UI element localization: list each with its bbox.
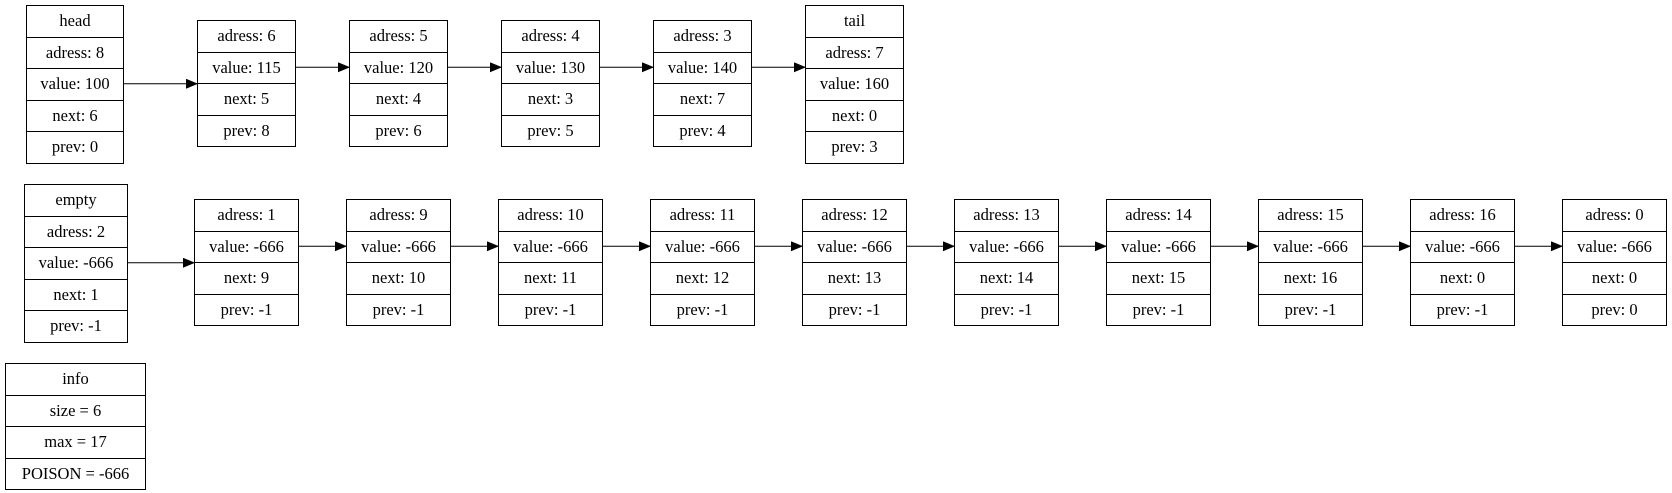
node-title: head — [59, 11, 91, 30]
node-prev: prev: 5 — [502, 114, 599, 147]
free-node: adress: 16 value: -666 next: 0 prev: -1 — [1410, 199, 1515, 326]
node-value: value: -666 — [499, 230, 602, 263]
node-next: next: 9 — [195, 262, 298, 294]
node-adress: adress: 1 — [217, 205, 276, 224]
free-node: adress: 9 value: -666 next: 10 prev: -1 — [346, 199, 451, 326]
node-next: next: 11 — [499, 262, 602, 294]
node-prev: prev: -1 — [1411, 293, 1514, 326]
node-prev: prev: -1 — [25, 310, 127, 342]
node-prev: prev: -1 — [499, 293, 602, 326]
node-value: value: -666 — [955, 230, 1058, 263]
node-prev: prev: -1 — [803, 293, 906, 326]
node-adress: adress: 6 — [217, 26, 276, 45]
list-node: adress: 3 value: 140 next: 7 prev: 4 — [653, 20, 752, 147]
node-adress: adress: 4 — [521, 26, 580, 45]
node-value: value: -666 — [347, 230, 450, 263]
list-node: adress: 6 value: 115 next: 5 prev: 8 — [197, 20, 296, 147]
info-size: size = 6 — [6, 394, 145, 427]
node-prev: prev: -1 — [955, 293, 1058, 326]
node-value: value: -666 — [1563, 230, 1666, 263]
head-node: head adress: 8 value: 100 next: 6 prev: … — [26, 5, 124, 164]
node-adress: adress: 3 — [673, 26, 732, 45]
node-adress: adress: 11 — [669, 205, 736, 224]
node-adress: adress: 9 — [369, 205, 428, 224]
node-value: value: -666 — [195, 230, 298, 263]
list-node: adress: 4 value: 130 next: 3 prev: 5 — [501, 20, 600, 147]
node-next: next: 12 — [651, 262, 754, 294]
node-value: value: -666 — [1411, 230, 1514, 263]
node-value: value: 140 — [654, 51, 751, 84]
node-title: empty — [55, 190, 97, 209]
free-node: adress: 15 value: -666 next: 16 prev: -1 — [1258, 199, 1363, 326]
node-prev: prev: 3 — [806, 131, 903, 163]
info-max: max = 17 — [6, 426, 145, 458]
node-value: value: -666 — [803, 230, 906, 263]
free-node: adress: 11 value: -666 next: 12 prev: -1 — [650, 199, 755, 326]
list-node: adress: 5 value: 120 next: 4 prev: 6 — [349, 20, 448, 147]
node-adress: adress: 7 — [806, 36, 903, 69]
tail-node: tail adress: 7 value: 160 next: 0 prev: … — [805, 5, 904, 164]
free-node: adress: 1 value: -666 next: 9 prev: -1 — [194, 199, 299, 326]
node-adress: adress: 14 — [1125, 205, 1192, 224]
node-value: value: -666 — [1259, 230, 1362, 263]
node-next: next: 1 — [25, 278, 127, 311]
node-adress: adress: 16 — [1429, 205, 1496, 224]
node-value: value: 130 — [502, 51, 599, 84]
node-value: value: -666 — [1107, 230, 1210, 263]
node-prev: prev: 4 — [654, 114, 751, 147]
node-value: value: 160 — [806, 68, 903, 100]
free-node: adress: 12 value: -666 next: 13 prev: -1 — [802, 199, 907, 326]
node-next: next: 7 — [654, 83, 751, 115]
node-next: next: 5 — [198, 83, 295, 115]
info-poison: POISON = -666 — [6, 457, 145, 490]
node-next: next: 14 — [955, 262, 1058, 294]
node-prev: prev: 8 — [198, 114, 295, 147]
node-prev: prev: 6 — [350, 114, 447, 147]
node-adress: adress: 0 — [1585, 205, 1644, 224]
info-node: info size = 6 max = 17 POISON = -666 — [5, 363, 146, 490]
node-adress: adress: 2 — [25, 215, 127, 248]
node-next: next: 10 — [347, 262, 450, 294]
node-prev: prev: 0 — [27, 131, 123, 163]
free-node: adress: 10 value: -666 next: 11 prev: -1 — [498, 199, 603, 326]
node-adress: adress: 12 — [821, 205, 888, 224]
node-value: value: 100 — [27, 68, 123, 100]
node-next: next: 3 — [502, 83, 599, 115]
node-adress: adress: 5 — [369, 26, 428, 45]
node-prev: prev: -1 — [347, 293, 450, 326]
node-adress: adress: 10 — [517, 205, 584, 224]
node-prev: prev: -1 — [1107, 293, 1210, 326]
node-prev: prev: -1 — [195, 293, 298, 326]
empty-node: empty adress: 2 value: -666 next: 1 prev… — [24, 184, 128, 343]
node-value: value: -666 — [25, 247, 127, 279]
node-next: next: 13 — [803, 262, 906, 294]
node-adress: adress: 15 — [1277, 205, 1344, 224]
node-next: next: 15 — [1107, 262, 1210, 294]
node-next: next: 4 — [350, 83, 447, 115]
node-next: next: 6 — [27, 99, 123, 132]
free-node: adress: 13 value: -666 next: 14 prev: -1 — [954, 199, 1059, 326]
node-next: next: 16 — [1259, 262, 1362, 294]
node-prev: prev: -1 — [651, 293, 754, 326]
node-adress: adress: 13 — [973, 205, 1040, 224]
node-title: tail — [843, 11, 866, 30]
node-value: value: 115 — [198, 51, 295, 84]
free-node: adress: 14 value: -666 next: 15 prev: -1 — [1106, 199, 1211, 326]
node-value: value: -666 — [651, 230, 754, 263]
node-prev: prev: -1 — [1259, 293, 1362, 326]
node-next: next: 0 — [1563, 262, 1666, 294]
node-next: next: 0 — [1411, 262, 1514, 294]
node-value: value: 120 — [350, 51, 447, 84]
info-title: info — [62, 369, 89, 388]
free-node: adress: 0 value: -666 next: 0 prev: 0 — [1562, 199, 1667, 326]
node-prev: prev: 0 — [1563, 293, 1666, 326]
node-adress: adress: 8 — [27, 36, 123, 69]
node-next: next: 0 — [806, 99, 903, 132]
